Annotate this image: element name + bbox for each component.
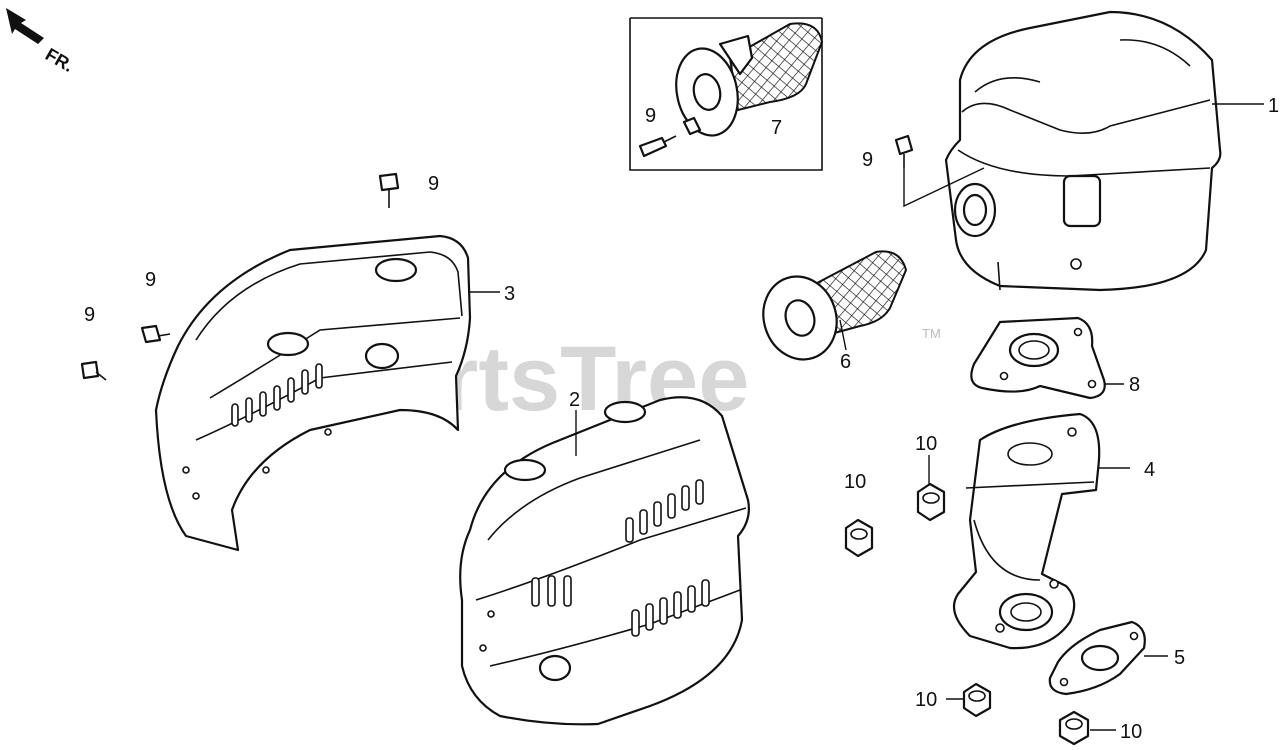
callout-2: 2: [569, 389, 580, 411]
callout-8: 8: [1129, 374, 1140, 396]
callout-3: 3: [504, 283, 515, 305]
callout-4: 4: [1144, 459, 1155, 481]
part-1-muffler: [944, 10, 1222, 292]
part-2-muffler-protector: [459, 396, 750, 726]
callout-9-muffler: 9: [862, 149, 873, 171]
inset-box: [629, 17, 823, 171]
screw-9-shield-top: [378, 172, 400, 208]
callout-1: 1: [1268, 95, 1279, 117]
nut-10-left: [844, 518, 874, 558]
part-7-spark-arrester: [675, 22, 824, 137]
screw-9-inset: [638, 135, 677, 158]
callout-10-bottom-right: 10: [1120, 721, 1142, 743]
front-arrow-icon: [6, 8, 44, 44]
screw-9-shield-left: [80, 360, 107, 381]
part-3-heat-shield: [154, 234, 472, 552]
callout-10-upper: 10: [915, 433, 937, 455]
part-5-gasket: [1048, 620, 1146, 696]
callout-9-shield-left: 9: [84, 304, 95, 326]
callout-10-bottom-left: 10: [915, 689, 937, 711]
callout-6: 6: [840, 351, 851, 373]
callout-9-shield-top: 9: [428, 173, 439, 195]
callout-9-shield-mid: 9: [145, 269, 156, 291]
callout-10-left: 10: [844, 471, 866, 493]
part-6-spark-arrester: [762, 250, 908, 361]
screw-9-shield-mid: [140, 324, 171, 344]
nut-10-upper: [916, 482, 946, 522]
watermark-trademark: TM: [922, 326, 941, 341]
callout-5: 5: [1174, 647, 1185, 669]
leader-arrester: [839, 319, 847, 351]
leader-muffler-screw: [903, 167, 985, 208]
front-direction-indicator: FR.: [6, 8, 77, 76]
screw-9-muffler: [894, 134, 914, 168]
callout-9-inset: 9: [645, 105, 656, 127]
nut-10-bottom-right: [1058, 710, 1090, 746]
callout-7: 7: [771, 117, 782, 139]
front-label: FR.: [42, 44, 77, 76]
nut-10-bottom-left: [962, 682, 992, 718]
part-4-exhaust-pipe: [952, 412, 1101, 650]
part-8-gasket: [970, 316, 1106, 400]
